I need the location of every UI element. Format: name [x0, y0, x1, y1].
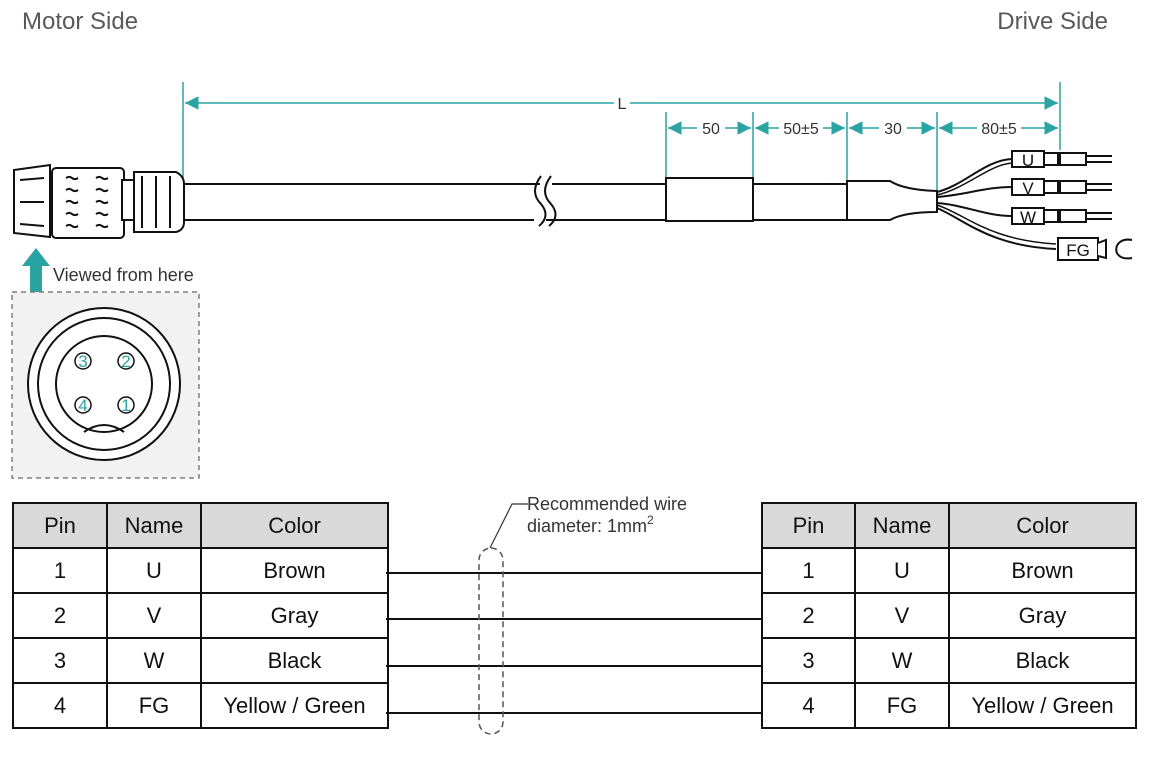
- cable-end-boot: [846, 180, 938, 221]
- wire-label-u: U: [1022, 151, 1034, 170]
- cell-color: Brown: [200, 547, 389, 594]
- dimension-seg-2-label: 50±5: [783, 121, 819, 138]
- cell-pin: 1: [761, 547, 856, 594]
- wire-label-v: V: [1022, 179, 1034, 198]
- header-color: Color: [948, 502, 1137, 549]
- header-pin: Pin: [761, 502, 856, 549]
- table-row: 3 W Black: [12, 637, 389, 684]
- connector-pins: 3 2 4 1: [74, 352, 135, 415]
- cell-pin: 3: [12, 637, 108, 684]
- pin-label-1: 1: [121, 396, 130, 415]
- terminals: [1011, 150, 1133, 261]
- cell-pin: 4: [12, 682, 108, 729]
- view-arrow-icon: [22, 248, 50, 292]
- cell-color: Black: [948, 637, 1137, 684]
- table-row: 2 V Gray: [12, 592, 389, 639]
- cell-name: U: [854, 547, 950, 594]
- cell-color: Black: [200, 637, 389, 684]
- wire-bundle-marker: [478, 547, 504, 735]
- table-header-row: Pin Name Color: [12, 502, 389, 549]
- table-row: 1 U Brown: [12, 547, 389, 594]
- wire-note-sup: 2: [647, 513, 654, 527]
- cell-name: U: [106, 547, 202, 594]
- table-row: 2 V Gray: [761, 592, 1137, 639]
- header-color: Color: [200, 502, 389, 549]
- wire-note-line2: diameter: 1mm2: [527, 513, 654, 536]
- cell-name: V: [854, 592, 950, 639]
- table-row: 3 W Black: [761, 637, 1137, 684]
- cell-pin: 1: [12, 547, 108, 594]
- cell-pin: 4: [761, 682, 856, 729]
- cell-name: W: [854, 637, 950, 684]
- wire-label-fg: FG: [1066, 241, 1090, 260]
- wires: [936, 158, 1057, 250]
- cell-color: Yellow / Green: [200, 682, 389, 729]
- drive-side-title: Drive Side: [997, 8, 1108, 35]
- wire-label-w: W: [1020, 208, 1036, 227]
- cell-color: Brown: [948, 547, 1137, 594]
- cell-pin: 3: [761, 637, 856, 684]
- cell-name: FG: [106, 682, 202, 729]
- viewed-from-label: Viewed from here: [53, 265, 194, 285]
- table-row: 4 FG Yellow / Green: [12, 682, 389, 729]
- wire-note-line1: Recommended wire: [527, 494, 687, 514]
- header-name: Name: [106, 502, 202, 549]
- pin-label-4: 4: [78, 396, 87, 415]
- header-pin: Pin: [12, 502, 108, 549]
- drive-pin-table: Pin Name Color 1 U Brown 2 V Gray 3 W Bl…: [761, 502, 1137, 729]
- wire-note-text: diameter: 1mm: [527, 516, 647, 536]
- motor-side-title: Motor Side: [22, 8, 139, 35]
- cell-color: Yellow / Green: [948, 682, 1137, 729]
- heat-shrink-sleeve: [665, 177, 754, 222]
- table-header-row: Pin Name Color: [761, 502, 1137, 549]
- dimension-overall-label: L: [618, 96, 627, 113]
- table-row: 4 FG Yellow / Green: [761, 682, 1137, 729]
- dimension-seg-4-label: 80±5: [981, 121, 1017, 138]
- dimension-seg-1-label: 50: [702, 121, 720, 138]
- cell-name: W: [106, 637, 202, 684]
- cell-name: FG: [854, 682, 950, 729]
- pin-label-2: 2: [121, 352, 130, 371]
- wire-note-leader: [489, 503, 528, 549]
- cell-color: Gray: [200, 592, 389, 639]
- header-name: Name: [854, 502, 950, 549]
- cell-name: V: [106, 592, 202, 639]
- cell-pin: 2: [12, 592, 108, 639]
- dimension-seg-3-label: 30: [884, 121, 902, 138]
- cable: [184, 175, 938, 227]
- motor-connector: [13, 163, 185, 239]
- motor-pin-table: Pin Name Color 1 U Brown 2 V Gray 3 W Bl…: [12, 502, 389, 729]
- cell-color: Gray: [948, 592, 1137, 639]
- pin-label-3: 3: [78, 352, 87, 371]
- connector-face: [27, 307, 181, 461]
- wiring-lines: [386, 572, 761, 714]
- table-row: 1 U Brown: [761, 547, 1137, 594]
- cell-pin: 2: [761, 592, 856, 639]
